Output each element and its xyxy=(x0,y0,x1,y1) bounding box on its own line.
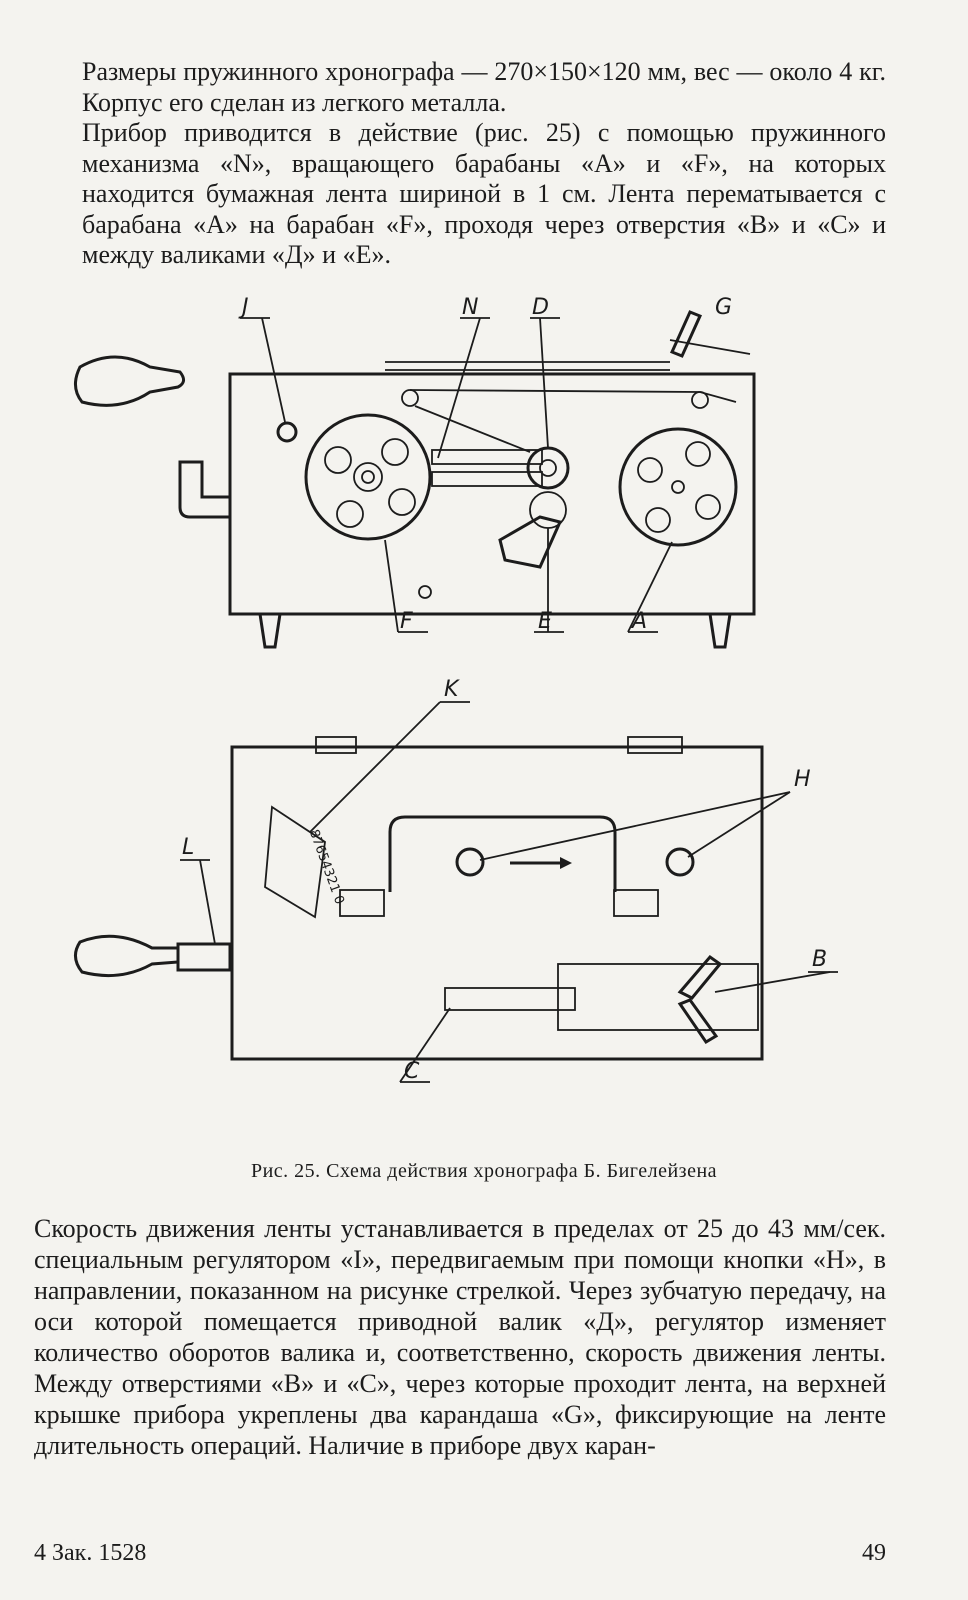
pencil-upper xyxy=(677,954,723,1000)
pencil-holder xyxy=(557,963,759,1031)
top-handle-shaft xyxy=(178,460,232,519)
top-handle-grip xyxy=(74,355,185,407)
label-j: J xyxy=(238,295,249,320)
label-g: G xyxy=(715,295,732,320)
roller-d xyxy=(526,446,570,490)
tape xyxy=(409,389,737,403)
page-number: 49 xyxy=(862,1540,886,1566)
label-k: K xyxy=(444,677,460,702)
figure-caption: Рис. 25. Схема действия хронографа Б. Би… xyxy=(250,1160,718,1182)
label-f: F xyxy=(400,609,413,634)
lever xyxy=(498,515,563,569)
label-c: C xyxy=(404,1059,420,1084)
hole-j xyxy=(276,421,298,443)
paragraph-speed: Скорость движения ленты устанавливается … xyxy=(34,1214,886,1460)
label-b: B xyxy=(812,947,827,972)
bottom-handle-grip xyxy=(74,934,180,978)
paragraph-dimensions: Размеры пружинного хронографа — 270×150×… xyxy=(82,57,886,117)
top-body-outline xyxy=(228,372,756,616)
label-h: H xyxy=(794,767,811,792)
foot-left xyxy=(258,613,282,649)
label-l: L xyxy=(182,835,194,860)
page-footer: 4 Зак. 1528 49 xyxy=(34,1540,886,1567)
pencil-g xyxy=(669,310,703,358)
label-n: N xyxy=(462,295,478,320)
footer-order-number: 4 Зак. 1528 xyxy=(34,1540,147,1566)
speed-scale xyxy=(264,805,326,919)
slot-c xyxy=(444,987,576,1011)
top-view: J N D G F E A xyxy=(74,295,756,649)
drum-a xyxy=(618,427,738,547)
button-h-right xyxy=(665,847,695,877)
paragraph-mechanism: Прибор приводится в действие (рис. 25) с… xyxy=(82,118,886,269)
label-a: A xyxy=(630,609,647,634)
chronograph-diagram: J N D G F E A 87654321 0 xyxy=(74,295,838,1084)
bottom-handle-shaft xyxy=(176,942,232,972)
button-h-left xyxy=(455,847,485,877)
bottom-body-outline xyxy=(230,745,764,1061)
foot-right xyxy=(708,613,732,649)
spring-n xyxy=(431,449,543,465)
bottom-view: 87654321 0 xyxy=(74,677,838,1084)
regulator-bar xyxy=(388,815,617,892)
pencil-lower xyxy=(677,998,719,1045)
drum-f xyxy=(304,413,432,541)
hinge-right xyxy=(627,736,683,754)
hinge-left xyxy=(315,736,357,754)
label-d: D xyxy=(532,295,549,320)
label-e: E xyxy=(538,609,552,634)
